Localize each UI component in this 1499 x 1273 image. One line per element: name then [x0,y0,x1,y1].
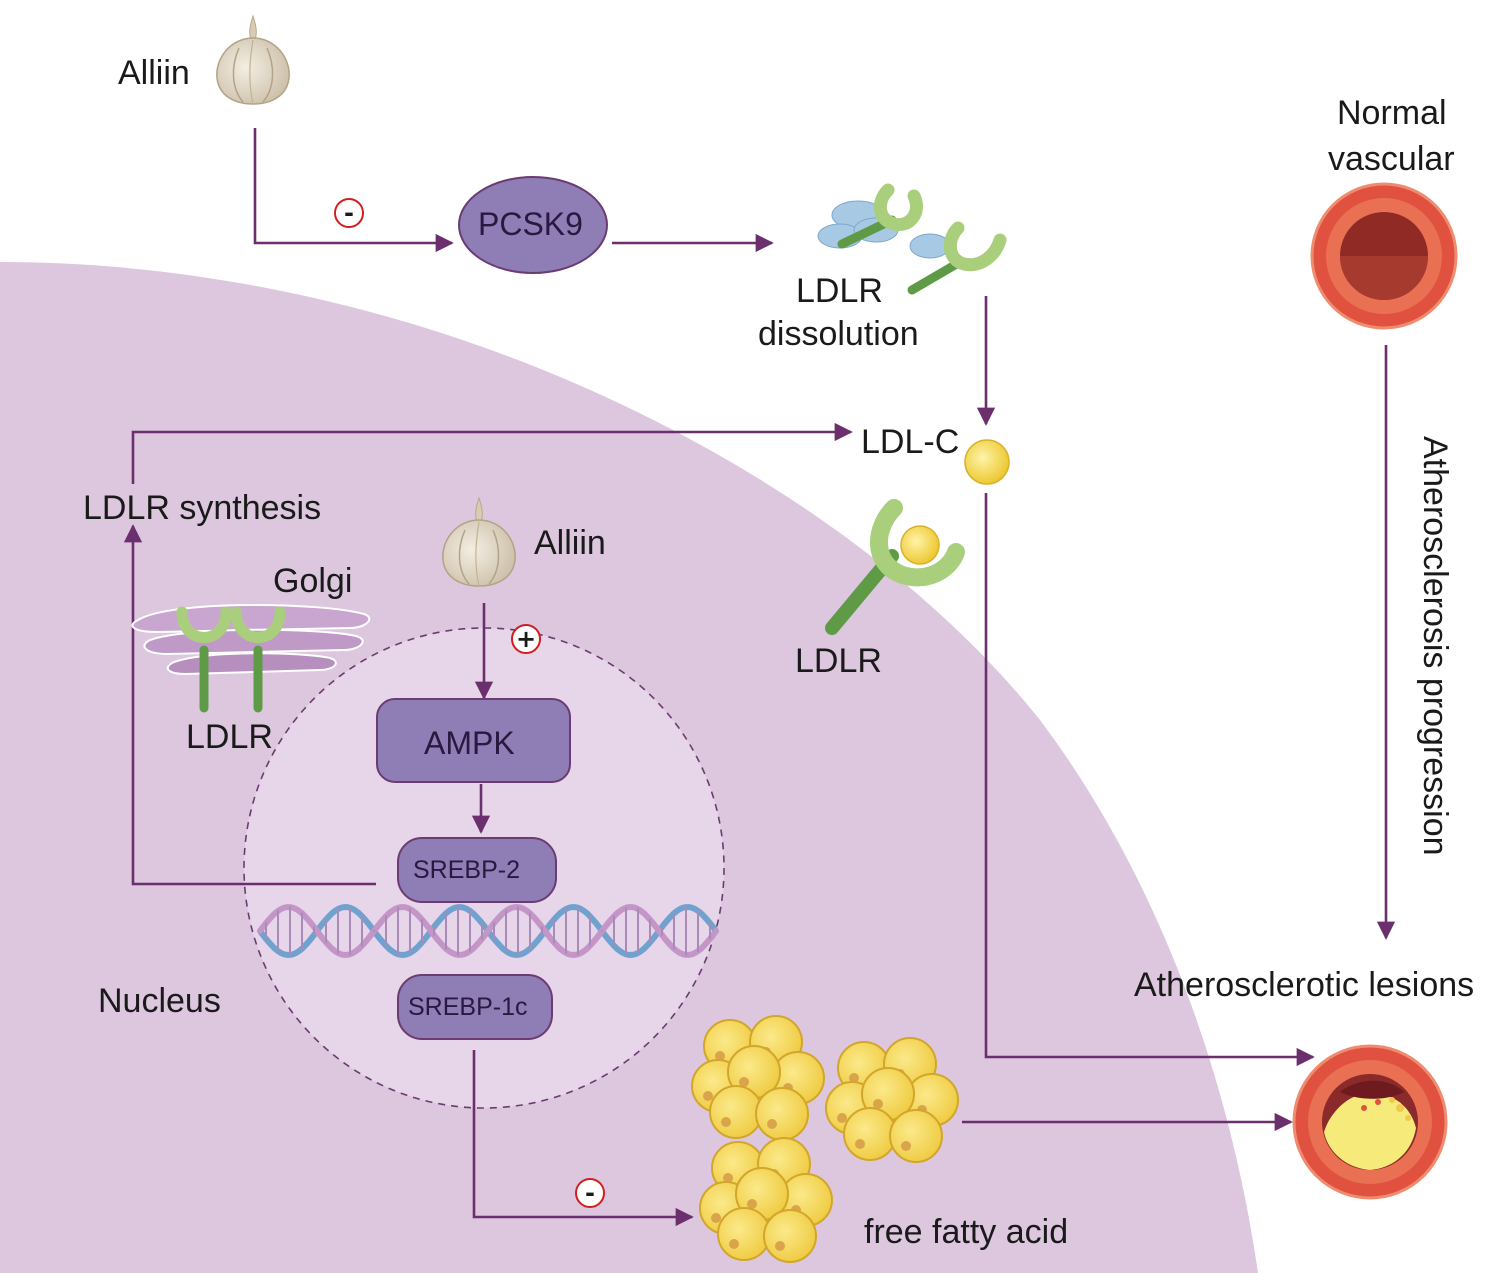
free-fatty-acid-label: free fatty acid [864,1213,1069,1251]
normal-vascular-label-2: vascular [1328,140,1455,178]
ldl-c-label: LDL-C [861,423,960,461]
srebp1c-label: SREBP-1c [408,993,528,1021]
arrow-synthesis-ldlc [131,422,853,484]
ampk-label: AMPK [424,725,515,761]
ampk-node [376,698,571,783]
ldl-receptor-icon [817,183,1007,295]
ldlr-dissolution-label-2: dissolution [758,315,919,353]
golgi-icon [131,603,371,713]
atherosclerosis-progression-label: Atherosclerosis progression [1416,436,1454,856]
lesion-vessel-icon [1292,1044,1448,1200]
normal-vessel-icon [1310,182,1458,330]
inhibition-sign-pcsk9: - [334,198,364,228]
atherosclerotic-lesions-label: Atherosclerotic lesions [1134,966,1475,1004]
ldl-particle-icon [964,439,1010,485]
ldlr-golgi-label: LDLR [186,718,273,756]
garlic-icon [216,15,290,105]
srebp1c-node [397,974,553,1040]
alliin-mid-label: Alliin [534,524,606,562]
arrow-ldlc-lesions [984,493,1315,1067]
pcsk9-label: PCSK9 [478,206,583,242]
ldlr-synthesis-label: LDLR synthesis [83,489,322,527]
pcsk9-node [458,176,608,274]
golgi-label: Golgi [273,562,353,600]
arrow-srebp2-synthesis [123,524,376,886]
ldl-receptor-icon [825,499,965,635]
nucleus-label: Nucleus [98,982,221,1020]
alliin-top-label: Alliin [118,54,190,92]
srebp2-node [397,837,557,903]
normal-vascular-label-1: Normal [1337,94,1447,132]
dna-helix-icon [257,904,719,958]
ldlr-dissolution-label-1: LDLR [796,272,883,310]
activation-sign-ampk: + [511,624,541,654]
inhibition-sign-ffa: - [575,1178,605,1208]
arrow-srebp1c-ffa [472,1050,694,1227]
srebp2-label: SREBP-2 [413,856,520,884]
arrow-alliin-pcsk9 [253,128,454,253]
ldlr-membrane-label: LDLR [795,642,882,680]
